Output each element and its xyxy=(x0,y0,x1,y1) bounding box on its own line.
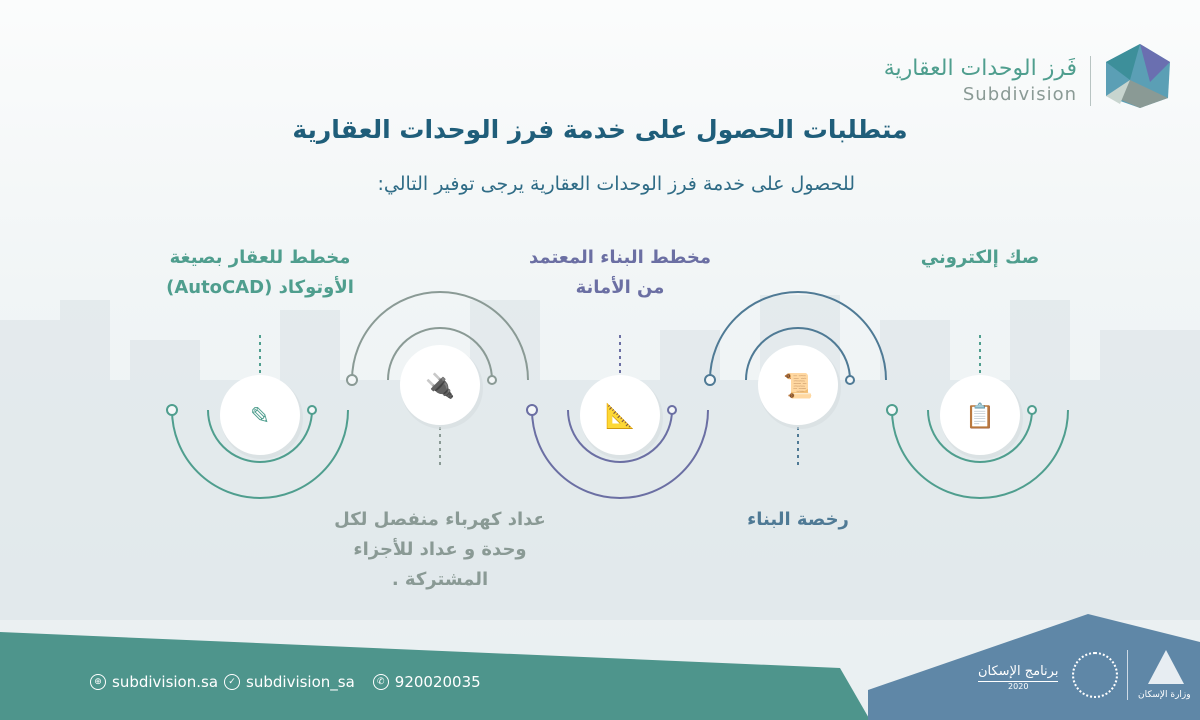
ministry-logo-icon xyxy=(1148,650,1184,684)
logo-mark xyxy=(1106,44,1170,108)
arc-end-dot xyxy=(704,374,716,386)
arc-end-dot xyxy=(1027,405,1037,415)
footer-divider xyxy=(1127,650,1128,700)
step-circle xyxy=(758,345,838,425)
outer-arc xyxy=(351,291,529,381)
phone-icon: ✆ xyxy=(372,674,389,690)
vision-emblem-icon xyxy=(1072,652,1118,698)
twitter-icon: ✓ xyxy=(224,674,241,690)
arc-end-dot xyxy=(886,404,898,416)
step-label-line: وحدة و عداد للأجزاء xyxy=(353,539,527,560)
step-circle xyxy=(400,345,480,425)
outer-arc xyxy=(891,409,1069,499)
outer-arc xyxy=(531,409,709,499)
inner-arc xyxy=(567,409,673,463)
step-3: 📐 xyxy=(526,335,709,499)
step-label-line: عداد كهرباء منفصل لكل xyxy=(334,509,546,530)
step-2: 📜 xyxy=(704,291,887,465)
inner-arc xyxy=(927,409,1033,463)
step-label-line: المشتركة . xyxy=(391,569,489,590)
step-circle xyxy=(940,375,1020,455)
step-label: رخصة البناء xyxy=(668,505,928,535)
phone-number[interactable]: 920020035 xyxy=(394,673,481,691)
outer-arc xyxy=(171,409,349,499)
logo-arabic-text: فَرز الوحدات العقارية xyxy=(883,56,1077,81)
drawing-pencil-icon: ✎ xyxy=(250,402,270,430)
step-label: مخطط للعقار بصيغة الأوتوكاد (AutoCAD) xyxy=(130,243,390,303)
footer-blue-band xyxy=(868,614,1200,720)
step-circle xyxy=(220,375,300,455)
inner-arc xyxy=(745,327,851,381)
step-label-line: رخصة البناء xyxy=(747,509,849,530)
step-4: 🔌 xyxy=(346,291,529,465)
arc-end-dot xyxy=(526,404,538,416)
step-circle xyxy=(580,375,660,455)
website-link[interactable]: subdivision.sa xyxy=(112,673,219,691)
globe-icon: ⊕ xyxy=(90,674,106,690)
inner-arc xyxy=(387,327,493,381)
outer-arc xyxy=(709,291,887,381)
page-subtitle: للحصول على خدمة فرز الوحدات العقارية يرج… xyxy=(377,173,855,195)
logo-divider xyxy=(1090,56,1091,106)
step-label: عداد كهرباء منفصل لكل وحدة و عداد للأجزاء… xyxy=(310,505,570,595)
twitter-link[interactable]: subdivision_sa xyxy=(246,673,355,691)
arc-end-dot xyxy=(845,375,855,385)
arc-end-dot xyxy=(346,374,358,386)
inner-arc xyxy=(207,409,313,463)
footer-teal-band xyxy=(0,632,870,720)
step-label-line: الأوتوكاد (AutoCAD) xyxy=(166,277,354,298)
arc-end-dot xyxy=(307,405,317,415)
certificate-scroll-icon: 📜 xyxy=(783,372,813,400)
step-label: صك إلكتروني xyxy=(850,243,1110,273)
electric-meter-icon: 🔌 xyxy=(425,372,455,400)
step-label-line: من الأمانة xyxy=(575,277,665,298)
ministry-name: وزارة الإسكان xyxy=(1138,690,1191,700)
footer-contacts: ⊕ subdivision.sa ✓ subdivision_sa ✆ 9200… xyxy=(90,673,481,691)
step-1: 📋 xyxy=(886,335,1069,499)
step-label-line: مخطط للعقار بصيغة xyxy=(169,247,351,268)
step-5: ✎ xyxy=(166,335,349,499)
logo-english-text: Subdivision xyxy=(962,84,1077,105)
program-name: برنامج الإسكان xyxy=(978,664,1059,679)
arc-end-dot xyxy=(166,404,178,416)
step-label: مخطط البناء المعتمد من الأمانة xyxy=(490,243,750,303)
arc-end-dot xyxy=(667,405,677,415)
housing-program-logo: برنامج الإسكان 2020 xyxy=(978,664,1059,691)
arc-end-dot xyxy=(487,375,497,385)
document-checklist-icon: 📋 xyxy=(965,402,995,430)
step-label-line: صك إلكتروني xyxy=(920,247,1040,268)
step-label-line: مخطط البناء المعتمد xyxy=(528,247,711,268)
program-year: 2020 xyxy=(978,681,1059,691)
approved-plan-tools-icon: 📐 xyxy=(605,402,635,430)
page-title: متطلبات الحصول على خدمة فرز الوحدات العق… xyxy=(292,115,908,144)
